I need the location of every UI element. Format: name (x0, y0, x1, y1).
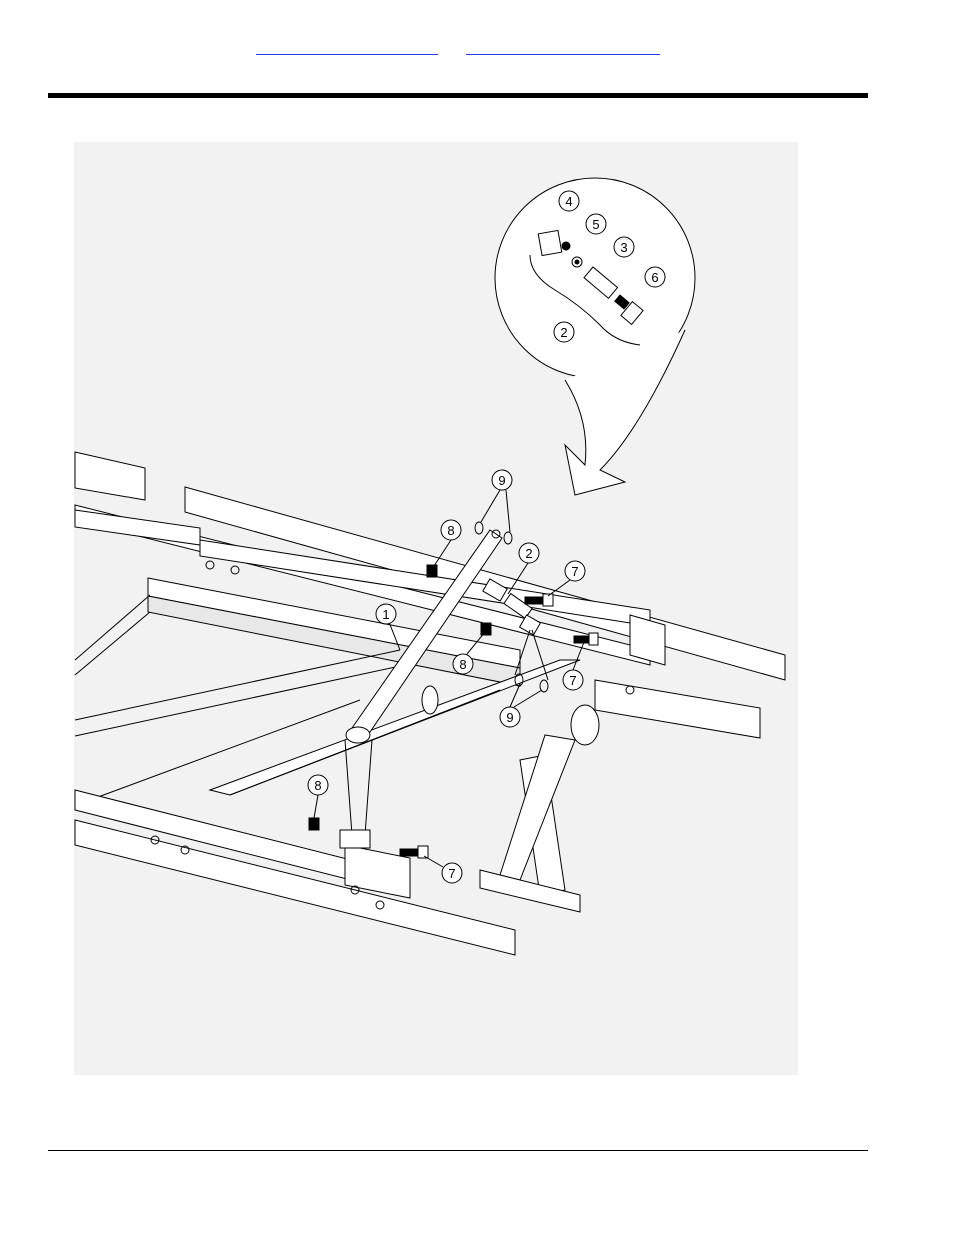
callout-9-top: 9 (492, 470, 512, 490)
bottom-rule (48, 1150, 868, 1151)
callout-8-bottom: 8 (308, 775, 328, 795)
svg-text:8: 8 (459, 657, 466, 672)
callout-8-top: 8 (441, 520, 461, 540)
svg-text:5: 5 (592, 217, 599, 232)
svg-text:4: 4 (565, 194, 572, 209)
callout-6: 6 (645, 267, 665, 287)
svg-text:7: 7 (571, 564, 578, 579)
svg-text:9: 9 (498, 473, 505, 488)
callout-9-bottom: 9 (500, 707, 520, 727)
callout-2-detail: 2 (554, 322, 574, 342)
callout-2-main: 2 (519, 543, 539, 563)
callout-7-mid: 7 (563, 670, 583, 690)
svg-text:9: 9 (506, 710, 513, 725)
callout-1: 1 (376, 604, 396, 624)
callout-7-bottom: 7 (442, 863, 462, 883)
svg-text:6: 6 (651, 270, 658, 285)
frame-structure (75, 452, 785, 955)
svg-text:3: 3 (620, 240, 627, 255)
svg-text:2: 2 (525, 546, 532, 561)
svg-text:7: 7 (448, 866, 455, 881)
svg-text:7: 7 (569, 673, 576, 688)
svg-text:8: 8 (447, 523, 454, 538)
callout-5: 5 (586, 214, 606, 234)
callout-3: 3 (614, 237, 634, 257)
svg-text:2: 2 (560, 325, 567, 340)
svg-text:1: 1 (382, 607, 389, 622)
svg-text:8: 8 (314, 778, 321, 793)
callout-4: 4 (559, 191, 579, 211)
callout-7-top: 7 (565, 561, 585, 581)
callout-8-mid: 8 (453, 654, 473, 674)
